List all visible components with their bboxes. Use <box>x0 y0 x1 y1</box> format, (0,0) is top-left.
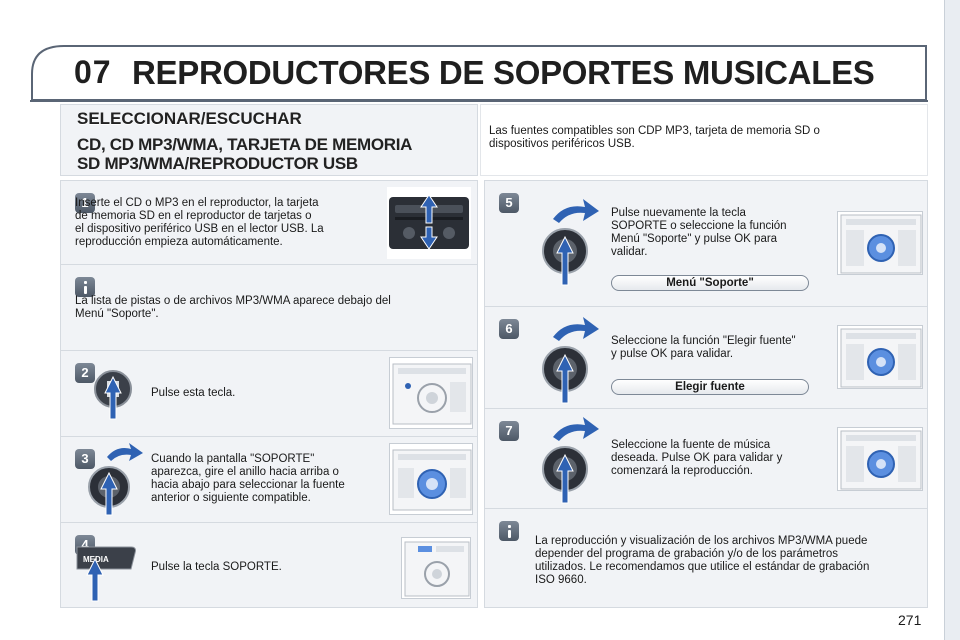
step-text: Seleccione la función "Elegir fuente" y … <box>611 335 841 361</box>
arrow-up-icon <box>420 194 438 224</box>
text-line: aparezca, gire el anillo hacia arriba o <box>151 466 339 478</box>
text-line: Menú "Soporte" y pulse OK para <box>611 233 778 245</box>
step-badge: 7 <box>499 421 519 441</box>
rotary-knob-icon <box>542 417 599 504</box>
radio-panel-thumbnail <box>837 427 923 491</box>
text-line: dispositivos periféricos USB. <box>489 138 635 150</box>
radio-panel-thumbnail <box>389 443 473 515</box>
text-line: de memoria SD en el reproductor de tarje… <box>75 210 312 222</box>
radio-cd-illustration <box>387 187 471 259</box>
step-1: 1 Inserte el CD o MP3 en el reproductor,… <box>61 181 477 265</box>
media-key-illustration <box>94 370 132 420</box>
section-heading: SELECCIONAR/ESCUCHAR <box>77 109 302 128</box>
text-line: La lista de pistas o de archivos MP3/WMA… <box>75 295 391 307</box>
text-line: depender del programa de grabación y/o d… <box>535 548 839 560</box>
text-line: deseada. Pulse OK para validar y <box>611 452 783 464</box>
menu-label-soporte: Menú "Soporte" <box>611 275 809 291</box>
compatibility-text: Las fuentes compatibles son CDP MP3, tar… <box>489 125 909 151</box>
step-badge: 1 <box>75 193 95 213</box>
page-edge-strip <box>944 0 960 640</box>
arrow-up-icon <box>104 375 122 420</box>
page-title: REPRODUCTORES DE SOPORTES MUSICALES <box>132 54 875 91</box>
text-line: Pulse nuevamente la tecla <box>611 207 746 219</box>
step-badge: 6 <box>499 319 519 339</box>
right-steps-column: 5 Pulse nuevamente la tecla SOPORTE o se… <box>484 180 928 608</box>
page-number: 271 <box>898 612 922 628</box>
text-line: anterior o siguiente compatible. <box>151 492 311 504</box>
menu-label-elegir-fuente: Elegir fuente <box>611 379 809 395</box>
radio-panel-thumbnail <box>837 325 923 389</box>
info-icon <box>499 521 519 541</box>
step-7: 7 Seleccione la fuente de música deseada… <box>485 409 927 509</box>
step-text: Pulse nuevamente la tecla SOPORTE o sele… <box>611 207 831 259</box>
text-line: Cuando la pantalla "SOPORTE" <box>151 453 315 465</box>
step-text: Cuando la pantalla "SOPORTE" aparezca, g… <box>151 453 381 505</box>
text-line: Pulse la tecla SOPORTE. <box>151 561 282 573</box>
radio-panel-thumbnail <box>837 211 923 275</box>
text-line: ISO 9660. <box>535 574 587 586</box>
info-text: La reproducción y visualización de los a… <box>535 535 921 587</box>
step-2: 2 Pulse esta tecla. <box>61 351 477 437</box>
rotary-knob-icon <box>542 317 599 404</box>
step-3: 3 Cuando la pantalla "SOPORTE" aparezca,… <box>61 437 477 523</box>
step-text: Seleccione la fuente de música deseada. … <box>611 439 831 478</box>
step-4: 4 MEDIA Pulse la tecla SOPORTE. <box>61 523 477 609</box>
chapter-header: 07 REPRODUCTORES DE SOPORTES MUSICALES <box>30 44 928 102</box>
compatibility-note: Las fuentes compatibles son CDP MP3, tar… <box>480 104 928 176</box>
text-line: Seleccione la función "Elegir fuente" <box>611 335 796 347</box>
text-line: comenzará la reproducción. <box>611 465 753 477</box>
step-text: Inserte el CD o MP3 en el reproductor, l… <box>75 197 375 249</box>
arrow-up-icon <box>100 471 118 516</box>
curved-arrow-icon <box>553 199 599 223</box>
text-line: el dispositivo periférico USB en el lect… <box>75 223 324 235</box>
step-badge: 3 <box>75 449 95 469</box>
text-line: Pulse esta tecla. <box>151 387 236 399</box>
step-badge: 5 <box>499 193 519 213</box>
info-icon <box>75 277 95 297</box>
arrow-up-icon <box>556 235 574 286</box>
step-5: 5 Pulse nuevamente la tecla SOPORTE o se… <box>485 181 927 307</box>
subheading-line: SD MP3/WMA/REPRODUCTOR USB <box>77 154 358 173</box>
header-frame <box>30 45 928 102</box>
section-subheading: CD, CD MP3/WMA, TARJETA DE MEMORIA SD MP… <box>77 135 473 173</box>
radio-panel-thumbnail <box>389 357 473 429</box>
text-line: reproducción empieza automáticamente. <box>75 236 283 248</box>
radio-panel-thumbnail <box>401 537 471 599</box>
media-key-label: MEDIA <box>83 555 109 564</box>
text-line: utilizados. Le recomendamos que utilice … <box>535 561 870 573</box>
left-steps-column: 1 Inserte el CD o MP3 en el reproductor,… <box>60 180 478 608</box>
text-line: Seleccione la fuente de música <box>611 439 771 451</box>
text-line: Menú "Soporte". <box>75 308 159 320</box>
step-text: Pulse esta tecla. <box>151 387 351 400</box>
info-note-iso: La reproducción y visualización de los a… <box>485 509 927 609</box>
text-line: Las fuentes compatibles son CDP MP3, tar… <box>489 125 820 137</box>
intro-heading-panel: SELECCIONAR/ESCUCHAR CD, CD MP3/WMA, TAR… <box>60 104 478 176</box>
text-line: SOPORTE o seleccione la función <box>611 220 787 232</box>
info-text: La lista de pistas o de archivos MP3/WMA… <box>75 295 465 321</box>
step-6: 6 Seleccione la función "Elegir fuente" … <box>485 307 927 409</box>
media-key-illustration: MEDIA <box>76 546 136 602</box>
rotary-knob-icon <box>88 443 143 516</box>
curved-arrow-icon <box>553 417 599 441</box>
step-text: Pulse la tecla SOPORTE. <box>151 561 371 574</box>
arrow-up-icon <box>556 453 574 504</box>
arrow-up-icon <box>556 353 574 404</box>
arrow-up-icon <box>86 557 104 602</box>
text-line: y pulse OK para validar. <box>611 348 734 360</box>
text-line: hacia abajo para seleccionar la fuente <box>151 479 345 491</box>
rotary-knob-icon <box>542 199 599 286</box>
text-line: Inserte el CD o MP3 en el reproductor, l… <box>75 197 319 209</box>
chapter-number: 07 <box>74 54 112 90</box>
curved-arrow-icon <box>107 443 143 461</box>
curved-arrow-icon <box>553 317 599 341</box>
subheading-line: CD, CD MP3/WMA, TARJETA DE MEMORIA <box>77 135 413 154</box>
text-line: La reproducción y visualización de los a… <box>535 535 868 547</box>
info-note-playlist: La lista de pistas o de archivos MP3/WMA… <box>61 265 477 351</box>
step-badge: 2 <box>75 363 95 383</box>
text-line: validar. <box>611 246 648 258</box>
